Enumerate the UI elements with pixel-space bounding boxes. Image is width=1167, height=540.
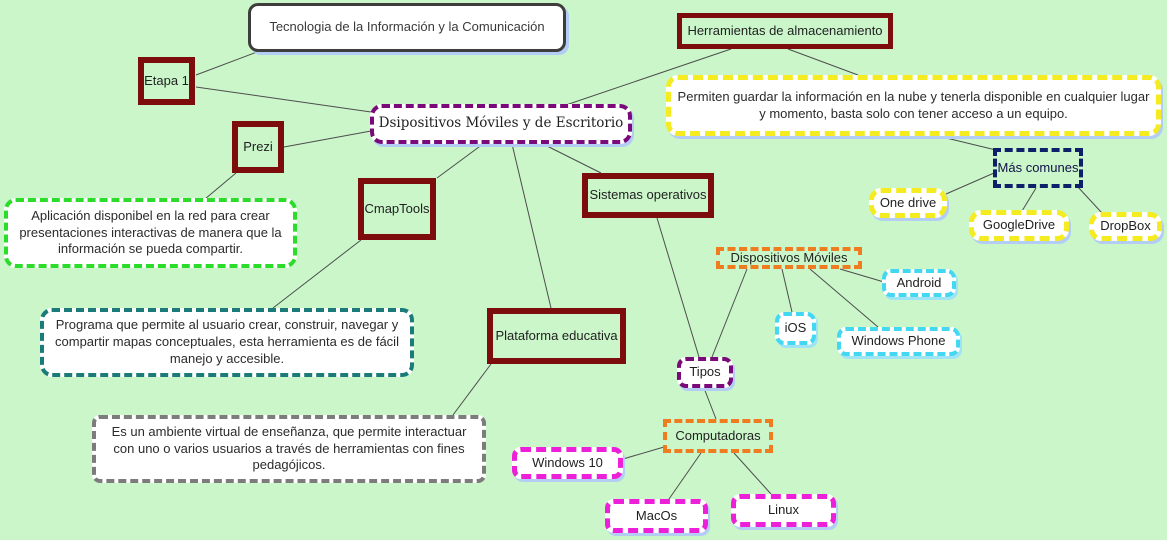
edge-dsipositivos-herramientas: [562, 48, 732, 107]
node-etapa-1[interactable]: Etapa 1: [138, 57, 195, 105]
node-almacenamiento-descripcion[interactable]: Permiten guardar la información en la nu…: [666, 75, 1161, 136]
node-cmaptools-descripcion[interactable]: Programa que permite al usuario crear, c…: [40, 308, 414, 377]
node-android[interactable]: Android: [882, 269, 956, 297]
node-tipos[interactable]: Tipos: [677, 357, 733, 388]
edge-plataforma-gray_desc: [452, 363, 492, 416]
edge-dsipositivos-plataforma: [511, 143, 552, 309]
node-linux[interactable]: Linux: [731, 494, 836, 527]
node-dropbox[interactable]: DropBox: [1089, 212, 1162, 241]
edge-disp_moviles-tipos: [711, 268, 748, 358]
node-plataforma-educativa[interactable]: Plataforma educativa: [487, 308, 626, 364]
node-cmaptools[interactable]: CmapTools: [358, 178, 436, 240]
edge-mas_comunes-googledrive: [1021, 187, 1037, 212]
node-windows-10[interactable]: Windows 10: [512, 447, 623, 479]
node-prezi-descripcion[interactable]: Aplicación disponibel en la red para cre…: [4, 198, 297, 268]
node-dispositivos-moviles-escritorio[interactable]: Dsipositivos Móviles y de Escritorio: [370, 104, 632, 144]
edge-disp_moviles-android: [839, 268, 885, 283]
node-sistemas-operativos[interactable]: Sistemas operativos: [582, 173, 714, 218]
edge-tipos-computadoras: [703, 387, 717, 420]
node-googledrive[interactable]: GoogleDrive: [969, 210, 1069, 241]
edge-disp_moviles-windows_phone: [809, 268, 879, 328]
edge-yellow_desc-mas_comunes: [937, 135, 1001, 152]
edge-sistemas-tipos: [656, 217, 700, 358]
edge-computadoras-windows10: [622, 446, 665, 460]
node-prezi[interactable]: Prezi: [232, 121, 284, 173]
edge-computadoras-macos: [668, 452, 702, 500]
edge-mas_comunes-one_drive: [945, 172, 995, 195]
node-ios[interactable]: iOS: [775, 312, 816, 345]
node-windows-phone[interactable]: Windows Phone: [837, 327, 960, 356]
node-herramientas-almacenamiento[interactable]: Herramientas de almacenamiento: [677, 13, 893, 49]
edge-mas_comunes-dropbox: [1076, 185, 1103, 214]
node-macos[interactable]: MacOs: [605, 499, 708, 533]
edge-etapa1-dsipositivos: [195, 86, 372, 113]
node-mas-comunes[interactable]: Más comunes: [993, 148, 1083, 188]
edge-title-etapa1: [195, 51, 258, 76]
node-dispositivos-moviles[interactable]: Dispositivos Móviles: [716, 247, 862, 269]
node-computadoras[interactable]: Computadoras: [663, 419, 773, 453]
edge-cmaptools-teal_desc: [272, 239, 362, 309]
node-one-drive[interactable]: One drive: [869, 188, 947, 218]
edge-dsipositivos-sistemas: [542, 143, 602, 174]
node-main-topic[interactable]: Tecnologia de la Información y la Comuni…: [248, 3, 566, 52]
edge-prezi-dsipositivos: [283, 130, 372, 148]
edge-disp_moviles-ios: [781, 268, 793, 313]
edge-prezi-green_desc: [204, 172, 237, 200]
edge-herramientas-yellow_desc: [787, 48, 859, 76]
node-plataforma-descripcion[interactable]: Es un ambiente virtual de enseñanza, que…: [92, 415, 486, 483]
edge-cmaptools-dsipositivos: [436, 143, 484, 179]
edge-computadoras-linux: [733, 452, 772, 495]
